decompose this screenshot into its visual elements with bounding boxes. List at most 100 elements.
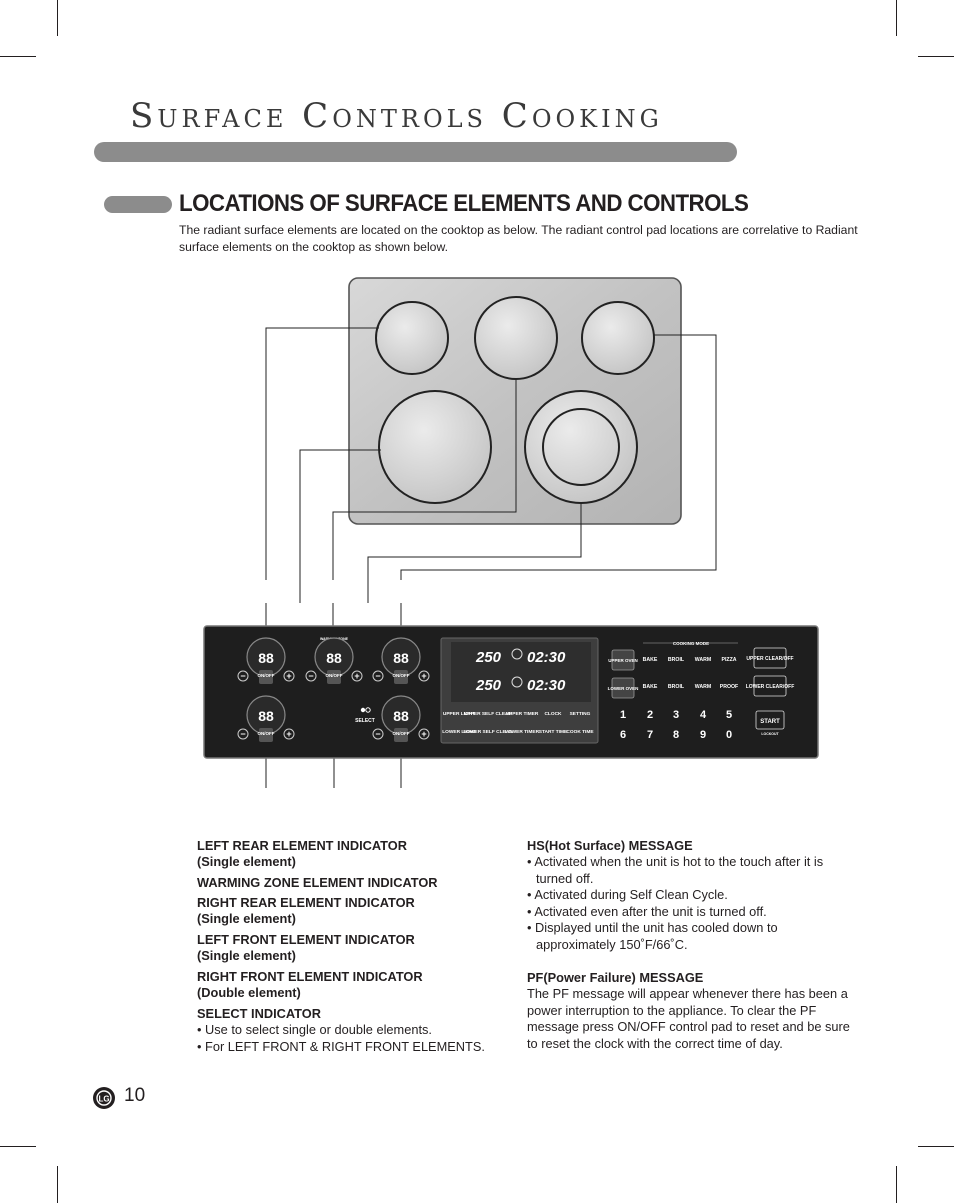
sub-heading: LOCATIONS OF SURFACE ELEMENTS AND CONTRO… [179,190,749,217]
hs-bullets: • Activated when the unit is hot to the … [527,854,824,952]
on-off-label: ON/OFF [258,731,275,736]
number-key[interactable]: 1 [620,709,626,721]
burner-display: 88 [258,650,274,666]
select-label: SELECT [355,718,375,724]
svg-text:LOWER CLEAR/OFF: LOWER CLEAR/OFF [746,684,795,690]
key-upper-light[interactable]: UPPER LIGHT [443,711,475,717]
warming-zone-element [474,296,558,380]
number-key[interactable]: 4 [700,709,707,721]
key-lower-timer[interactable]: LOWER TIMER [505,729,540,735]
key-lower-light[interactable]: LOWER LIGHT [442,729,476,735]
minus-icon[interactable] [305,670,317,682]
plus-icon[interactable] [283,728,295,740]
caption-left-front: LEFT FRONT ELEMENT INDICATOR (Single ele… [197,932,415,963]
crop-mark [918,1146,954,1147]
number-key[interactable]: 5 [726,709,732,721]
pf-heading: PF(Power Failure) MESSAGE [527,970,704,985]
mode-upper-bake[interactable]: BAKE [643,657,658,663]
burner-display: 88 [258,708,274,724]
plus-icon[interactable] [351,670,363,682]
key-upper-self-clean[interactable]: UPPER SELF CLEAN [464,711,513,717]
key-lower-self-clean[interactable]: LOWER SELF CLEAN [463,729,513,735]
hs-heading: HS(Hot Surface) MESSAGE [527,838,693,853]
number-key[interactable]: 9 [700,729,706,741]
number-key[interactable]: 3 [673,709,679,721]
number-key[interactable]: 6 [620,729,626,741]
svg-text:+: + [286,671,291,681]
minus-icon[interactable] [237,670,249,682]
burner-control-right-rear[interactable]: 88 ON/OFF − + [372,637,430,684]
select-bullets: • Use to select single or double element… [197,1022,485,1054]
svg-text:−: − [240,729,245,739]
key-upper-timer[interactable]: UPPER TIMER [506,711,539,717]
caption-warming-zone: WARMING ZONE ELEMENT INDICATOR [197,875,438,890]
burner-control-warming-zone[interactable]: WARMING ZONE 88 ON/OFF − + [305,637,363,684]
burner-control-right-front[interactable]: 88 ON/OFF − + [372,695,430,742]
lower-clear-off-button[interactable] [753,675,787,697]
select-button[interactable]: SELECT [355,707,375,724]
start-button[interactable] [755,710,785,730]
burner-display: 88 [393,708,409,724]
right-rear-element [581,301,655,375]
svg-text:LG: LG [98,1095,109,1104]
page-number: 10 [124,1085,146,1106]
svg-text:−: − [308,671,313,681]
burner-control-left-front[interactable]: 88 ON/OFF − + [237,695,295,742]
cooking-mode-label: COOKING MODE [673,641,709,646]
upper-clear-off-button[interactable] [753,647,787,669]
mode-upper-warm[interactable]: WARM [695,657,711,663]
pf-paragraph: The PF message will appear whenever ther… [527,986,850,1051]
mode-proof[interactable]: PROOF [720,684,738,690]
key-start-time[interactable]: START TIME [539,729,568,735]
svg-text:UPPER CLEAR/OFF: UPPER CLEAR/OFF [746,656,793,662]
svg-text:+: + [354,671,359,681]
mode-upper-broil[interactable]: BROIL [668,657,685,663]
burner-display: 88 [326,650,342,666]
mode-lower-bake[interactable]: BAKE [643,684,658,690]
svg-text:−: − [375,729,380,739]
section-title: Surface Controls Cooking [130,96,663,136]
crop-mark [896,1166,897,1203]
plus-icon[interactable] [418,728,430,740]
upper-oven-button[interactable] [611,649,635,671]
fan-icon [511,648,523,660]
lg-logo-icon: LG [93,1087,115,1109]
key-setting[interactable]: SETTING [570,711,591,717]
number-key[interactable]: 7 [647,729,653,741]
svg-text:+: + [421,729,426,739]
key-cook-time[interactable]: COOK TIME [566,729,594,735]
caption-left-rear: LEFT REAR ELEMENT INDICATOR (Single elem… [197,838,407,869]
intro-paragraph: The radiant surface elements are located… [179,223,858,254]
minus-icon[interactable] [372,670,384,682]
number-key[interactable]: 0 [726,729,732,741]
crop-mark [918,56,954,57]
plus-icon[interactable] [418,670,430,682]
mode-lower-broil[interactable]: BROIL [668,684,685,690]
burner-display: 88 [393,650,409,666]
minus-icon[interactable] [372,728,384,740]
cooktop-diagram: 88 ON/OFF − + WARMING ZONE 88 ON/OFF − +… [203,277,819,788]
on-off-label: ON/OFF [393,731,410,736]
upper-temp-display: 250 [475,649,502,666]
lower-temp-display: 250 [475,677,502,694]
svg-text:−: − [240,671,245,681]
crop-mark [57,1166,58,1203]
lower-oven-button[interactable] [611,677,635,699]
minus-icon[interactable] [237,728,249,740]
right-front-element-inner [542,408,620,486]
plus-icon[interactable] [283,670,295,682]
mode-pizza[interactable]: PIZZA [722,657,737,663]
svg-text:START: START [760,719,780,725]
svg-text:+: + [421,671,426,681]
crop-mark [0,56,36,57]
left-front-element [378,390,492,504]
number-key[interactable]: 8 [673,729,679,741]
key-clock[interactable]: CLOCK [544,711,562,717]
number-key[interactable]: 2 [647,709,653,721]
burner-control-left-rear[interactable]: 88 ON/OFF − + [237,637,295,684]
on-off-label: ON/OFF [258,673,275,678]
crop-mark [57,0,58,36]
on-off-label: ON/OFF [326,673,343,678]
mode-lower-warm[interactable]: WARM [695,684,711,690]
svg-text:UPPER OVEN: UPPER OVEN [608,658,638,663]
